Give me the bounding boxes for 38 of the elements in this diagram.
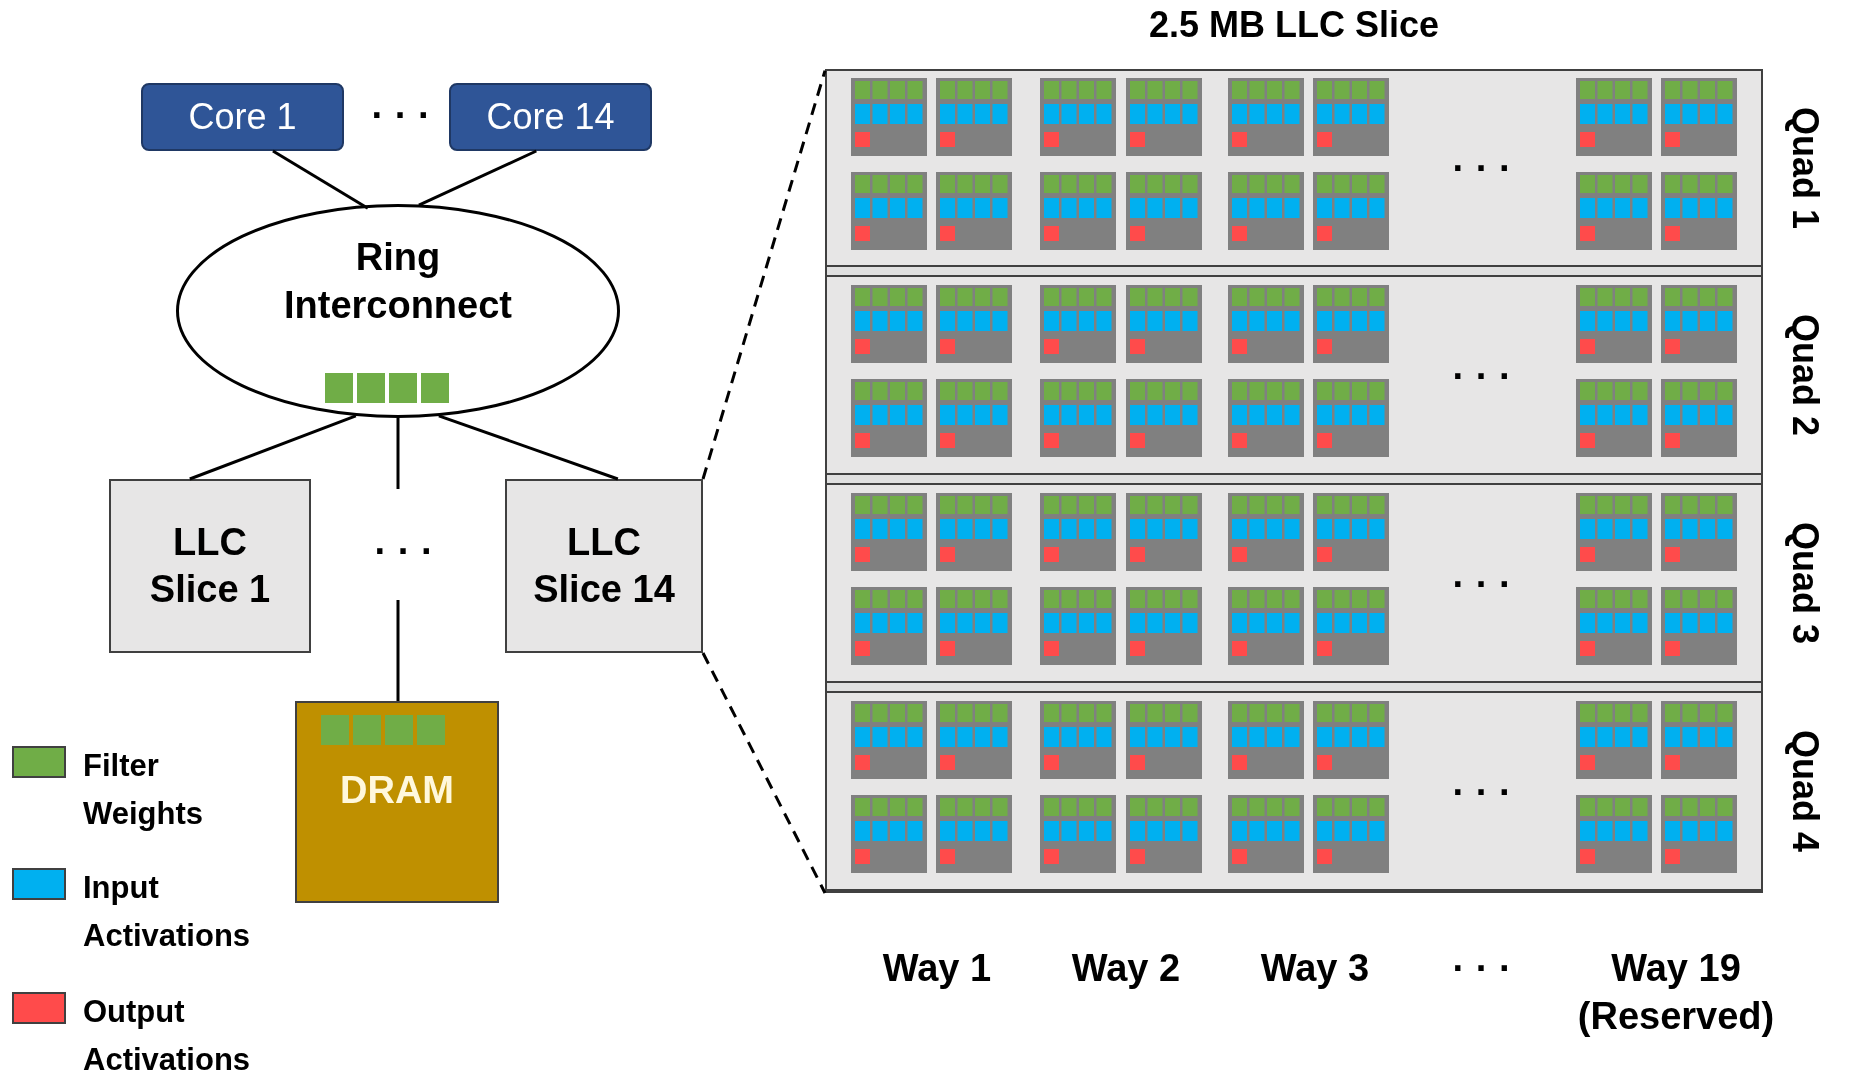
- legend-label: Output Activations: [83, 993, 252, 1078]
- ellipsis-dots: · · ·: [1451, 562, 1513, 607]
- way-label: Way 3: [1259, 946, 1371, 991]
- node-label: Ring Interconnect: [282, 235, 513, 328]
- connector-line: [189, 414, 357, 481]
- ellipsis-dots: · · ·: [1451, 354, 1513, 399]
- core-label: Core 14: [486, 96, 615, 138]
- node-label: LLC Slice 1: [148, 519, 272, 612]
- legend-label: Input Activations: [83, 869, 252, 956]
- connector-line: [396, 600, 400, 701]
- ellipsis-dots: · · ·: [370, 93, 432, 138]
- core-box: [141, 83, 344, 151]
- quad-label: Quad 1: [1784, 106, 1827, 231]
- ellipsis-dots: · · ·: [373, 529, 435, 574]
- core-label: Core 1: [188, 96, 297, 138]
- connector-line: [438, 414, 619, 481]
- connector-line: [396, 418, 400, 489]
- cache-slice-box: [109, 479, 311, 653]
- leader-line: [701, 652, 827, 894]
- ellipsis-dots: · · ·: [1451, 146, 1513, 191]
- node-label: LLC Slice 14: [532, 519, 676, 612]
- way-label: Way 1: [881, 946, 993, 991]
- legend-label: Filter Weights: [83, 747, 204, 834]
- quad-label: Quad 2: [1784, 313, 1827, 438]
- quad-label: Quad 4: [1784, 729, 1827, 854]
- node-label: DRAM: [339, 768, 455, 813]
- way-label: Way 19 (Reserved): [1576, 946, 1776, 1039]
- ellipsis-dots: · · ·: [1451, 770, 1513, 815]
- ellipsis-dots: · · ·: [1451, 946, 1513, 991]
- leader-line: [701, 70, 827, 480]
- memory-box: [295, 701, 499, 903]
- panel-title: 2.5 MB LLC Slice: [1147, 3, 1441, 47]
- connector-line: [418, 149, 537, 207]
- cache-slice-box: [505, 479, 703, 653]
- quad-label: Quad 3: [1784, 521, 1827, 646]
- connector-line: [272, 149, 369, 210]
- core-box: [449, 83, 652, 151]
- way-label: Way 2: [1070, 946, 1182, 991]
